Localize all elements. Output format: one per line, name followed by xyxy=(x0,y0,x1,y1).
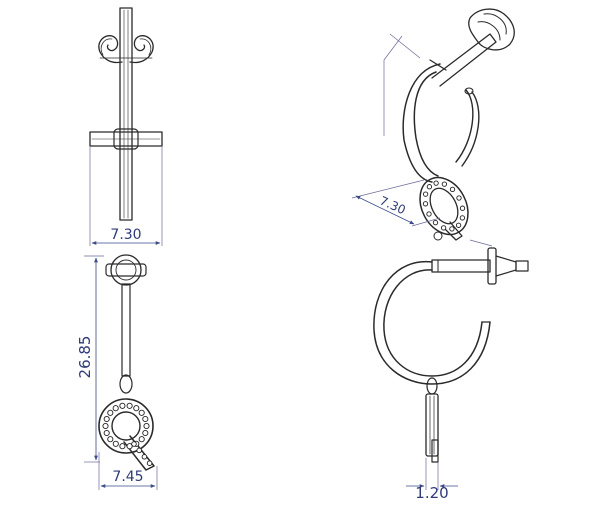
pave-stone xyxy=(141,454,148,460)
pave-stone xyxy=(441,181,448,187)
pave-stone xyxy=(103,415,110,423)
pave-stone xyxy=(449,226,455,232)
pave-stone xyxy=(146,460,153,466)
pave-stone xyxy=(112,440,119,447)
pave-stone xyxy=(432,219,439,226)
stud-plate xyxy=(89,131,163,147)
pave-stone xyxy=(103,429,110,437)
side-butterfly-back xyxy=(487,247,497,285)
dim-top-width: 7.30 xyxy=(110,227,141,243)
pave-stone xyxy=(131,441,137,447)
pave-stone xyxy=(455,222,462,228)
dim-wire-thickness: 1.20 xyxy=(415,484,448,502)
dim-height: 26.85 xyxy=(76,336,94,379)
pave-stone xyxy=(138,436,145,443)
pave-stone xyxy=(459,215,466,221)
pave-stone xyxy=(119,402,126,409)
pave-stone xyxy=(143,422,150,430)
pave-stone xyxy=(112,405,119,412)
side-view: 1.20 xyxy=(373,247,529,502)
pave-stone xyxy=(126,402,133,409)
pave-stone xyxy=(459,205,466,211)
pave-stone xyxy=(142,415,149,423)
pave-stone xyxy=(119,443,126,450)
pave-stone xyxy=(426,211,432,217)
pave-stone xyxy=(422,201,429,207)
pave-stone xyxy=(449,186,456,193)
iso-q-charm xyxy=(419,176,469,241)
pave-stone xyxy=(433,180,439,186)
hoop-stem xyxy=(121,283,131,377)
pave-stone xyxy=(126,443,133,450)
front-view-top: 7.30 xyxy=(89,7,163,246)
pave-stone xyxy=(107,436,114,443)
pave-stone xyxy=(142,429,149,437)
pave-stone xyxy=(440,225,447,231)
isometric-view: 7.30 xyxy=(351,8,515,247)
letter-q-charm xyxy=(98,398,155,471)
pave-stone xyxy=(133,405,140,412)
dim-charm-width: 7.45 xyxy=(112,469,143,485)
pave-stone xyxy=(102,422,109,430)
ear-post xyxy=(119,7,133,221)
pave-stone xyxy=(107,409,114,416)
pave-stone xyxy=(426,184,433,190)
butterfly-back xyxy=(98,35,154,64)
pave-stone xyxy=(138,409,145,416)
front-view-bottom: 26.85 7.45 xyxy=(76,254,158,490)
pave-stone xyxy=(422,191,429,197)
pave-stone xyxy=(456,195,462,201)
side-post xyxy=(431,259,491,273)
pave-stone xyxy=(136,447,142,454)
